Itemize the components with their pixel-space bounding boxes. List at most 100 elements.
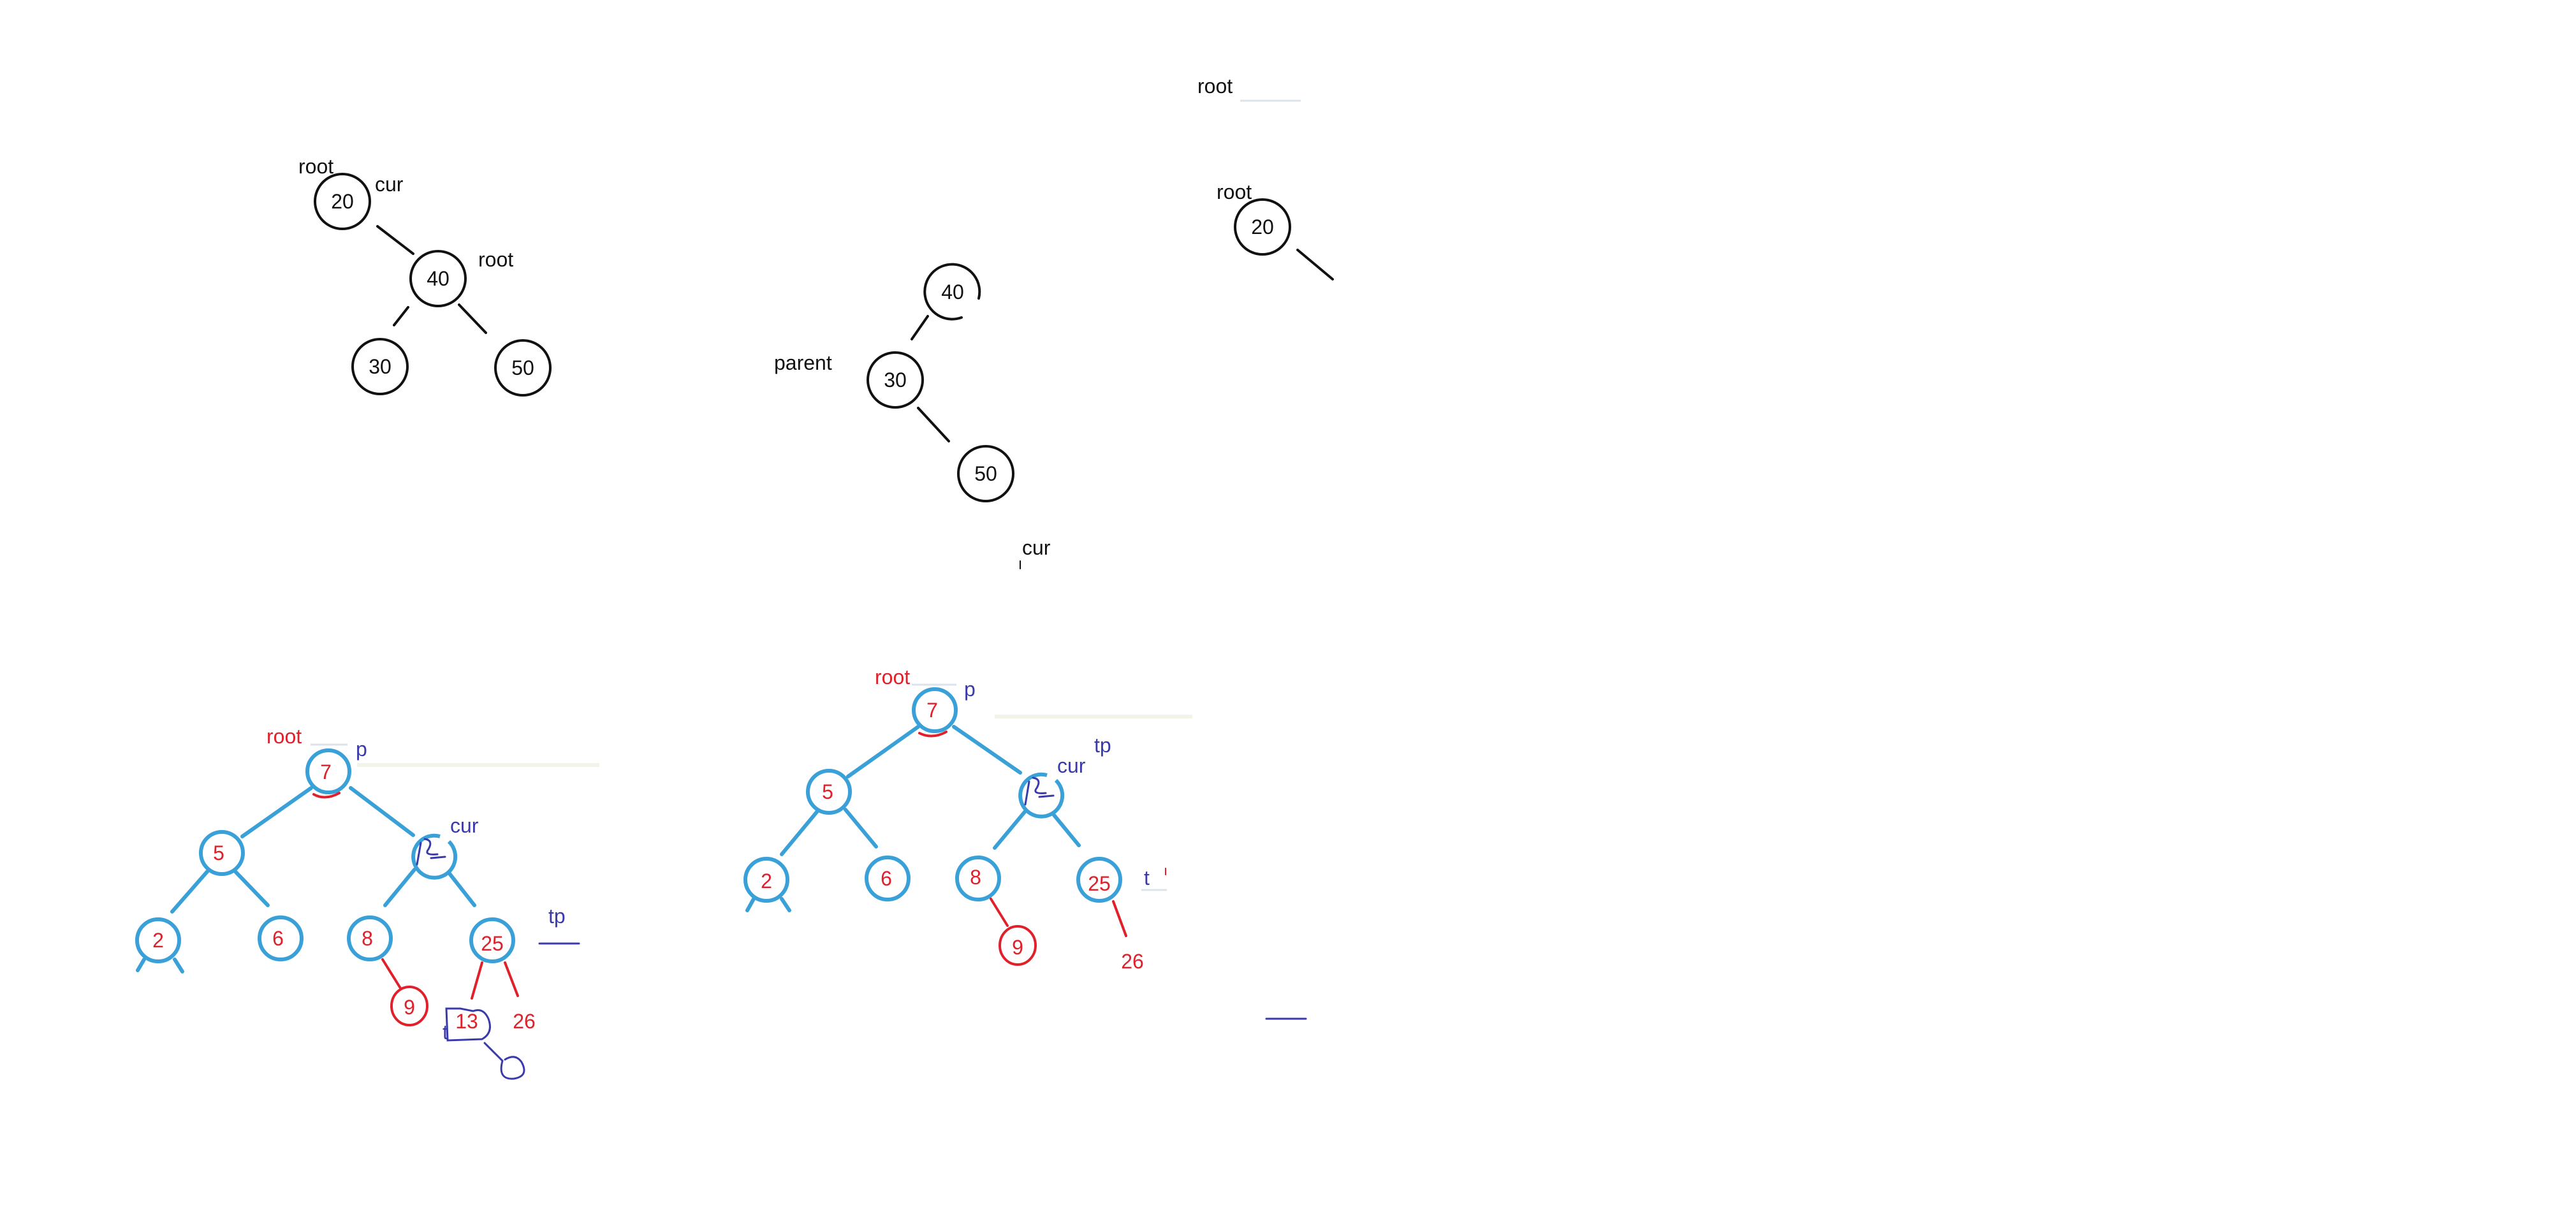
label-root: root (1217, 180, 1252, 203)
node-2 (135, 917, 181, 963)
edge-8-9 (381, 958, 402, 989)
label-p: p (964, 678, 976, 701)
label-root-top: root (1197, 75, 1233, 98)
node-2 (743, 857, 789, 903)
node-25-value: 25 (1088, 872, 1111, 895)
edge-5-6 (233, 869, 270, 907)
edge-8-9 (990, 898, 1009, 927)
label-t: t (1144, 866, 1150, 889)
node-25 (469, 917, 515, 963)
scribble-mark (416, 838, 446, 866)
node-6-value: 6 (272, 927, 284, 950)
edge-cur-8 (993, 808, 1028, 850)
node-8 (347, 915, 393, 961)
node-cur (1018, 772, 1065, 819)
node-8 (955, 856, 1001, 901)
edge-5-6 (844, 808, 878, 849)
label-tp: tp (1094, 734, 1111, 757)
node-8-value: 8 (970, 866, 981, 889)
tree-top-left: 20 40 30 50 root cur root (298, 155, 552, 397)
node-20-value: 20 (1251, 215, 1274, 238)
label-cur: cur (450, 814, 479, 837)
node-50 (494, 339, 552, 397)
node-5 (806, 769, 852, 815)
edge-40-30 (393, 306, 409, 326)
edge-30-50 (917, 407, 950, 442)
node-5 (199, 830, 245, 876)
node-40-value: 40 (427, 267, 450, 290)
edge-2-right-stub (173, 958, 184, 973)
node-2-value: 2 (761, 870, 772, 893)
node-25-value: 25 (481, 932, 504, 955)
pointer-t (483, 1042, 525, 1080)
tree-bottom-middle: 7 5 2 6 8 25 9 26 root p cur tp t (743, 666, 1307, 1020)
edge-cur-25 (1048, 808, 1081, 847)
node-5-value: 5 (213, 842, 224, 864)
node-26-value: 26 (513, 1010, 536, 1033)
edge-7-cur (952, 725, 1022, 775)
node-20-value: 20 (331, 190, 354, 213)
edge-7-5 (240, 786, 313, 838)
label-root: root (298, 155, 333, 178)
node-6 (258, 915, 304, 961)
underline-mark (918, 731, 948, 738)
node-6-value: 6 (881, 867, 892, 890)
edge-7-5 (846, 725, 920, 778)
node-5-value: 5 (822, 780, 833, 803)
node-9-value: 9 (1012, 936, 1023, 959)
label-cur: cur (375, 173, 404, 196)
edge-2-left-stub (136, 958, 146, 972)
node-30-value: 30 (369, 355, 392, 378)
node-30 (351, 338, 409, 395)
node-7-value: 7 (926, 699, 938, 722)
label-cur: cur (1022, 536, 1051, 559)
label-p: p (356, 738, 367, 761)
edge-cur-25 (444, 868, 476, 907)
bracket-t (445, 1007, 491, 1042)
edge-5-2 (170, 869, 210, 914)
node-cur (411, 833, 458, 880)
node-30-value: 30 (884, 368, 907, 391)
edge-25-26 (1112, 900, 1127, 937)
node-40 (923, 263, 981, 321)
node-6 (865, 856, 911, 901)
node-8-value: 8 (362, 927, 373, 950)
edge-7-cur (349, 786, 415, 837)
node-20 (314, 173, 371, 230)
node-13-value: 13 (455, 1010, 478, 1033)
node-50 (957, 445, 1014, 502)
label-root-2: root (478, 248, 513, 271)
node-40-value: 40 (941, 281, 964, 303)
label-t: t (443, 1021, 448, 1044)
edge-2-right-stub (780, 897, 791, 912)
label-parent: parent (774, 351, 832, 374)
edge-20-40 (376, 225, 414, 255)
node-50-value: 50 (511, 356, 534, 379)
node-9-circle (390, 986, 428, 1026)
node-7-value: 7 (320, 761, 332, 784)
node-2-value: 2 (152, 929, 164, 952)
edge-20-right (1296, 249, 1334, 281)
edge-2-left-stub (745, 897, 756, 912)
label-root: root (267, 725, 302, 748)
node-25 (1076, 857, 1122, 903)
node-9-circle (999, 925, 1037, 966)
node-7 (912, 687, 958, 733)
node-40 (409, 250, 467, 307)
underline-mark (312, 792, 340, 799)
node-30 (867, 351, 924, 409)
edge-cur-8 (383, 868, 416, 907)
edge-25-13 (471, 961, 483, 1000)
node-9-value: 9 (404, 996, 415, 1019)
label-root: root (875, 666, 910, 689)
label-cur: cur (1057, 754, 1086, 777)
node-50-value: 50 (974, 462, 997, 485)
edge-25-26 (504, 961, 519, 997)
edge-40-30 (911, 315, 929, 340)
scribble-mark (1024, 776, 1055, 806)
tree-top-right: root root 20 (1197, 75, 1334, 281)
edge-5-2 (780, 808, 821, 856)
node-20 (1234, 198, 1291, 256)
label-tp: tp (548, 905, 566, 928)
